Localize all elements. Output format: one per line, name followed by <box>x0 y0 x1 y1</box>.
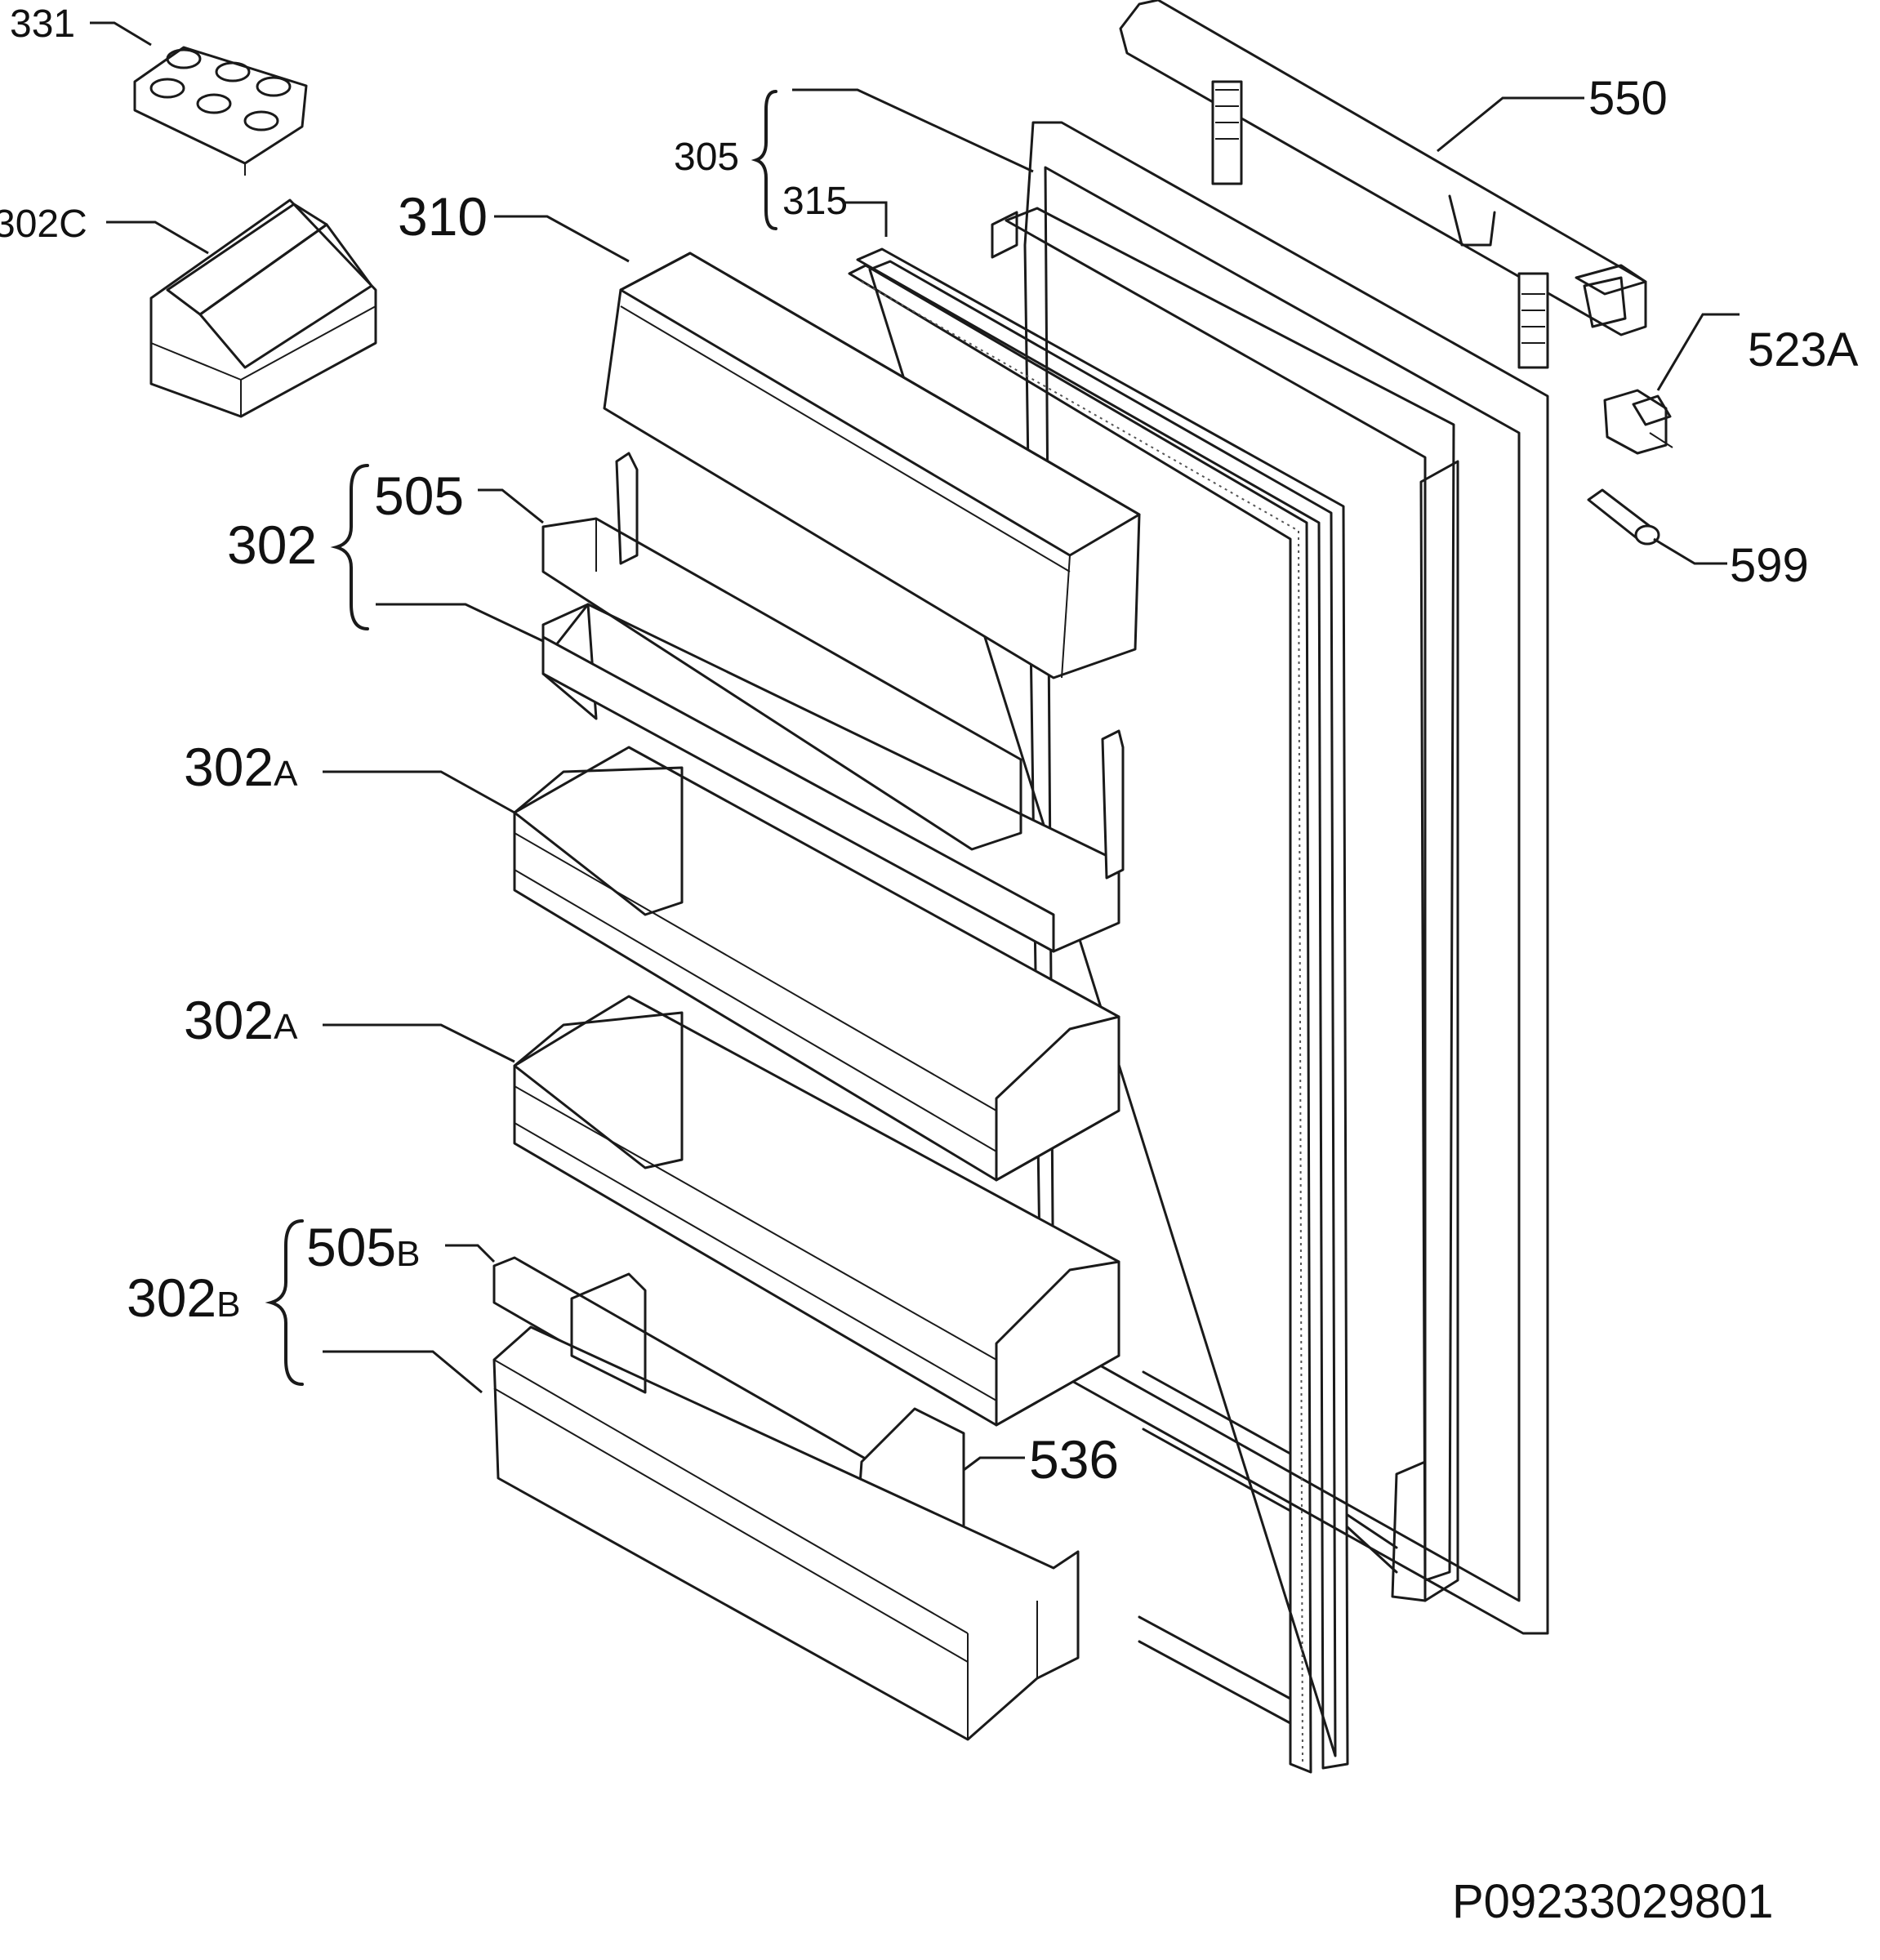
door-gasket <box>848 247 1398 1774</box>
label-505: 505 <box>374 466 464 526</box>
top-hinge-cover <box>1119 0 1647 369</box>
drawing-code: P09233029801 <box>1452 1875 1774 1928</box>
label-302b: 302B <box>127 1267 240 1328</box>
label-550: 550 <box>1588 72 1668 125</box>
door-panel <box>991 121 1549 1635</box>
label-302: 302 <box>227 514 317 575</box>
leader-lines <box>90 21 1740 1472</box>
dairy-compartment <box>603 252 1141 679</box>
callout-labels: 331 302C 310 305 315 550 523A 599 302 50… <box>0 2 1859 1928</box>
door-shelf-lower <box>513 995 1120 1427</box>
label-310: 310 <box>398 186 488 247</box>
label-536: 536 <box>1029 1429 1119 1490</box>
label-302a-lower: 302A <box>184 990 298 1050</box>
hinge-pin <box>1587 488 1660 546</box>
door-shelf-with-bar <box>541 452 1125 953</box>
label-331: 331 <box>10 2 75 46</box>
label-315: 315 <box>782 180 848 223</box>
label-305: 305 <box>674 136 739 179</box>
braces <box>265 90 777 1386</box>
label-523a: 523A <box>1748 323 1859 376</box>
egg-tray <box>133 46 308 176</box>
label-505b: 505B <box>306 1217 420 1277</box>
label-599: 599 <box>1730 539 1809 592</box>
door-shelf-upper <box>513 746 1120 1182</box>
label-302a-upper: 302A <box>184 737 298 797</box>
butter-dish <box>149 198 377 418</box>
bottle-shelf <box>492 1256 1080 1741</box>
label-302c: 302C <box>0 203 87 246</box>
hinge-bracket <box>1603 389 1673 455</box>
